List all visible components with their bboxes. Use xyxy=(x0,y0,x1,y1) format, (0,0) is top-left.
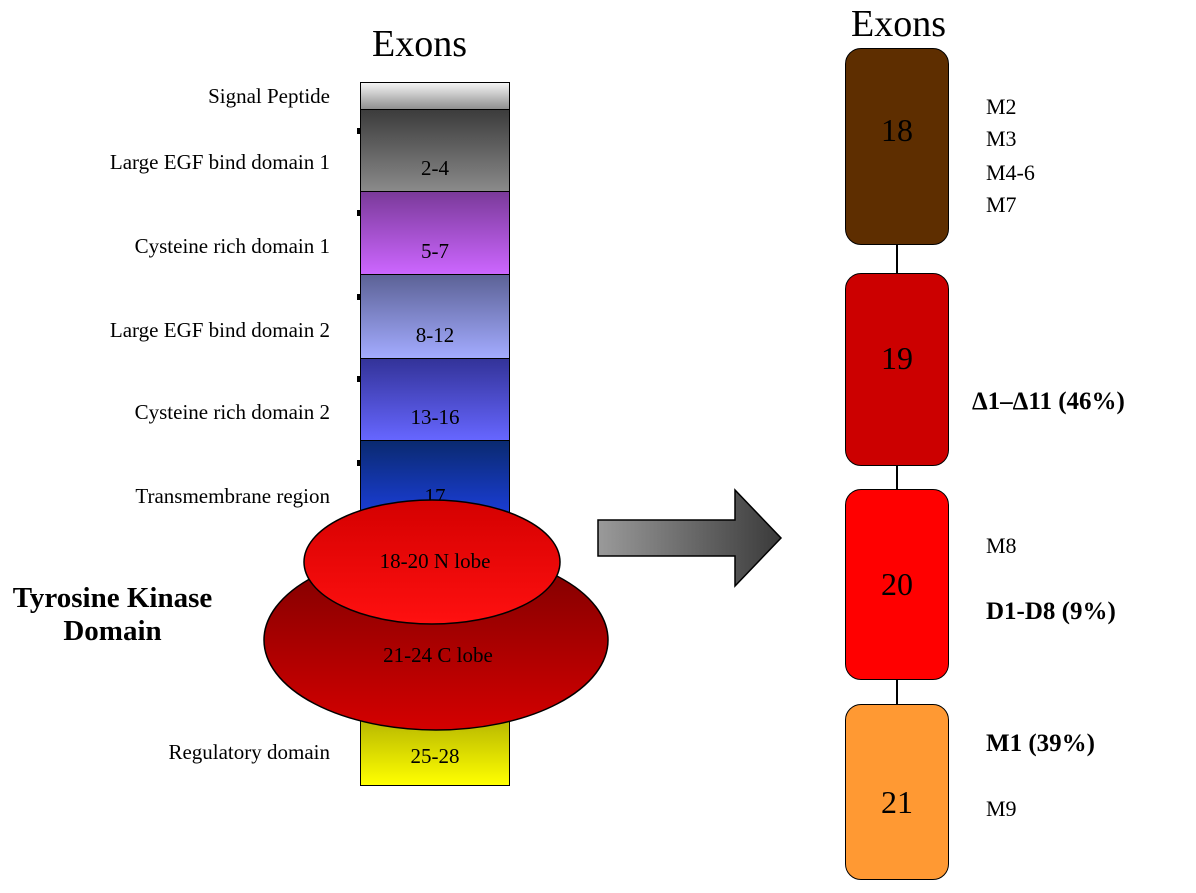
segment-egf2: 8-12 xyxy=(360,274,510,359)
domain-label-tm: Transmembrane region xyxy=(135,484,330,508)
c-lobe-label: 21-24 C lobe xyxy=(383,643,493,667)
mutation-m3: M3 xyxy=(986,126,1017,151)
kinase-label-line2: Domain xyxy=(63,615,162,647)
mutation-d1-d8: D1-D8 (9%) xyxy=(986,598,1116,625)
exon-21-box: 21 xyxy=(845,704,949,880)
mutation-m1: M1 (39%) xyxy=(986,730,1095,757)
domain-label-egf1: Large EGF bind domain 1 xyxy=(109,150,330,174)
exon-20-label: 20 xyxy=(881,566,913,602)
mutation-delta: Δ1–Δ11 (46%) xyxy=(972,388,1125,415)
domain-label-signal-peptide: Signal Peptide xyxy=(208,84,330,108)
right-exons-title: Exons xyxy=(851,3,946,45)
segment-egf2-exons: 8-12 xyxy=(415,323,455,347)
segment-egf1: 2-4 xyxy=(360,109,510,192)
mutation-m7: M7 xyxy=(986,192,1017,217)
exon-21-label: 21 xyxy=(881,783,913,820)
kinase-lobes: 18-20 N lobe 21-24 C lobe xyxy=(263,499,609,731)
kinase-label: Tyrosine Kinase Domain xyxy=(0,582,225,648)
segment-cys1: 5-7 xyxy=(360,191,510,275)
exon-connector xyxy=(896,464,898,490)
segment-cys1-exons: 5-7 xyxy=(421,239,449,263)
segment-cys2: 13-16 xyxy=(360,358,510,441)
exon-connector xyxy=(896,679,898,705)
boundary-tick xyxy=(357,460,361,466)
domain-label-regulatory: Regulatory domain xyxy=(168,740,330,764)
boundary-tick xyxy=(357,210,361,216)
boundary-tick xyxy=(357,294,361,300)
exon-18-label: 18 xyxy=(881,112,913,148)
domain-label-cys2: Cysteine rich domain 2 xyxy=(134,400,330,424)
boundary-tick xyxy=(357,376,361,382)
exon-connector xyxy=(896,244,898,274)
exon-19-box: 19 xyxy=(845,273,949,466)
domain-label-cys1: Cysteine rich domain 1 xyxy=(134,234,330,258)
boundary-tick xyxy=(357,128,361,134)
segment-egf1-exons: 2-4 xyxy=(421,156,449,180)
n-lobe-shape xyxy=(303,499,561,625)
arrow-icon xyxy=(597,488,783,588)
segment-regulatory-exons: 25-28 xyxy=(410,744,460,768)
mutation-m2: M2 xyxy=(986,94,1017,119)
mutation-m4-6: M4-6 xyxy=(986,160,1035,185)
domain-label-egf2: Large EGF bind domain 2 xyxy=(109,318,330,342)
segment-signal-peptide xyxy=(360,82,510,110)
exon-20-box: 20 xyxy=(845,489,949,680)
kinase-label-line1: Tyrosine Kinase xyxy=(12,582,213,614)
left-exons-title: Exons xyxy=(372,23,467,65)
n-lobe-label: 18-20 N lobe xyxy=(380,549,491,573)
segment-cys2-exons: 13-16 xyxy=(410,405,460,429)
mutation-m8: M8 xyxy=(986,533,1017,558)
mutation-m9: M9 xyxy=(986,796,1017,821)
exon-19-label: 19 xyxy=(881,340,913,376)
exon-18-box: 18 xyxy=(845,48,949,245)
